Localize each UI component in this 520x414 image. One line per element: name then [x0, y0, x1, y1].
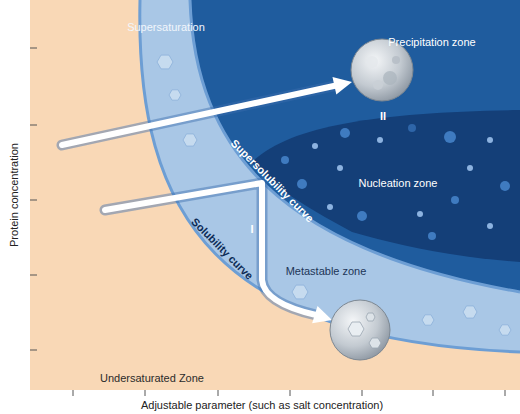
curve-label: Solubility curve: [188, 215, 255, 282]
crystal-hexagon: [183, 134, 197, 146]
axis-title: Protein concentration: [8, 143, 21, 247]
crystal-hexagon: [499, 325, 511, 335]
zone-fill: [252, 110, 520, 262]
crystal-hexagon: [157, 55, 173, 69]
nucleus-dot: [444, 131, 456, 143]
path-number: II: [380, 110, 386, 123]
zone-fill: [190, 0, 520, 292]
nucleus-dot: [408, 124, 416, 132]
nucleus-dot: [417, 211, 423, 217]
nucleus-dot: [297, 179, 307, 189]
nucleus-dot: [487, 137, 493, 143]
zone-label: Undersaturated Zone: [100, 372, 204, 385]
path-number: I: [250, 223, 253, 236]
crystal-hexagon: [292, 285, 308, 299]
nucleus-dot: [487, 223, 493, 229]
crystal-hexagon: [463, 306, 477, 318]
zone-label: Metastable zone: [286, 265, 367, 278]
nucleus-dot: [451, 196, 459, 204]
nucleus-dot: [500, 181, 510, 191]
nucleation-region: Nucleation zone: [252, 110, 520, 262]
curve-label: Supersolubility curve: [228, 137, 316, 225]
nucleus-dot: [357, 211, 367, 221]
nucleus-dot: [467, 165, 473, 171]
zone-label: Supersaturation: [127, 21, 205, 34]
zone-label: Precipitation zone: [388, 36, 475, 49]
nucleus-dot: [340, 128, 350, 138]
nucleus-dot: [327, 204, 333, 210]
nucleus-dot: [428, 232, 436, 240]
nucleus-dot: [281, 156, 289, 164]
nucleus-dot: [377, 137, 383, 143]
crystal-hexagon: [169, 90, 181, 100]
axis-title: Adjustable parameter (such as salt conce…: [141, 399, 383, 412]
zone-fill: [30, 0, 520, 390]
nucleus-dot: [337, 165, 343, 171]
zone-label: Nucleation zone: [359, 177, 438, 190]
crystal-hexagon: [422, 315, 434, 325]
crystal-ball: [330, 300, 390, 360]
nucleus-dot: [312, 143, 318, 149]
precipitate-ball: [351, 39, 413, 101]
